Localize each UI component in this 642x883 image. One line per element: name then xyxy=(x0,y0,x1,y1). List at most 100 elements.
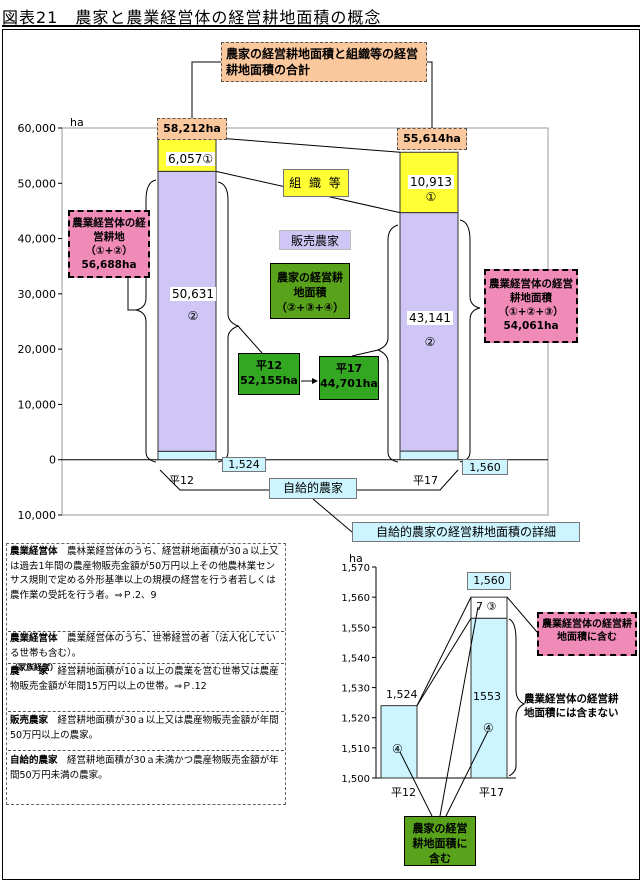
definition-sub: （家族経営） xyxy=(10,663,58,672)
mid-lead-left xyxy=(237,325,263,354)
farm-entity-right-title: 農業経営体の経営耕地面積 xyxy=(489,278,573,304)
detail-y-tick-label: 1,500 xyxy=(341,774,370,785)
h17-commercial-marker: ② xyxy=(424,335,436,349)
bar-1-1 xyxy=(399,212,459,452)
main-y-tick-label: 20,000 xyxy=(18,343,57,356)
h17-household-label: 平17 xyxy=(335,362,363,375)
main-y-tick-label: 10,000 xyxy=(18,509,57,522)
definition-1: 農業経営体 農業経営体のうち、世帯経営の者（法人化している世帯も含む）。（家族経… xyxy=(10,632,282,676)
detail-included-lead xyxy=(506,596,538,633)
farm-entity-left-value: 56,688ha xyxy=(81,259,137,271)
mid-brace-left xyxy=(217,181,240,463)
self-sufficient-detail-label: 自給的農家の経営耕地面積の詳細 xyxy=(352,522,580,542)
detail-y-tick-label: 1,560 xyxy=(341,593,370,604)
header-line-right xyxy=(427,61,433,128)
farm-lead-2 xyxy=(445,730,489,817)
definitions-box xyxy=(6,543,286,805)
detail-bar-0-0 xyxy=(380,705,418,779)
main-y-tick-label: 30,000 xyxy=(18,288,57,301)
h12-self-value: 1,524 xyxy=(222,457,266,472)
mid-lead-right xyxy=(351,349,379,357)
detail-h17-total: 1,560 xyxy=(467,572,511,590)
connector-org xyxy=(215,137,401,153)
h12-commercial-marker: ② xyxy=(187,309,199,323)
total-h17: 55,614ha xyxy=(397,128,467,150)
main-bars xyxy=(157,137,459,461)
h17-org-number: 10,913 xyxy=(408,175,454,189)
detail-bar-1-0 xyxy=(470,617,508,779)
detail-brace xyxy=(508,618,526,777)
definition-divider xyxy=(8,750,284,751)
detail-bars xyxy=(380,596,508,779)
farm-entity-area-right: 農業経営体の経営耕地面積 （①+②+③） 54,061ha xyxy=(484,269,578,343)
farm-lead-1 xyxy=(399,751,433,817)
title-underline xyxy=(2,25,640,27)
detail-y-tick-label: 1,550 xyxy=(341,623,370,634)
page-title: 図表21 農家と農業経営体の経営耕地面積の概念 xyxy=(2,8,382,27)
farm-lead-3 xyxy=(439,606,479,817)
definition-term: 自給的農家 xyxy=(10,755,58,766)
self-detail-lead xyxy=(312,498,353,533)
h17-household-box: 平17 44,701ha xyxy=(319,356,379,400)
detail-y-unit: ha xyxy=(349,552,363,565)
definition-term: 販売農家 xyxy=(10,715,49,726)
total-area-header: 農家の経営耕地面積と組織等の経営耕地面積の合計 xyxy=(221,42,427,82)
definition-divider xyxy=(8,631,284,632)
detail-included-callout: 農業経営体の経営耕地面積に含む xyxy=(537,612,637,656)
header-line-left xyxy=(191,61,221,118)
detail-h17-third: 7 ③ xyxy=(476,600,496,613)
definition-3: 販売農家 経営耕地面積が30ａ以上又は農産物販売金額が年間50万円以上の農家。 xyxy=(10,714,282,743)
detail-h17-third-marker: ③ xyxy=(486,600,497,613)
h17-self-value: 1,560 xyxy=(462,459,508,475)
h12-org-value: 6,057① xyxy=(166,152,216,166)
right-brace xyxy=(459,219,481,463)
definition-divider xyxy=(8,711,284,712)
detail-connector-lines xyxy=(399,596,538,817)
detail-y-tick-label: 1,510 xyxy=(341,744,370,755)
mid-brace-right xyxy=(376,224,399,463)
main-y-tick-label: 40,000 xyxy=(18,233,57,246)
total-h12: 58,212ha xyxy=(157,118,227,140)
detail-x-label-h12: 平12 xyxy=(391,786,416,799)
farm-entity-left-title: 農業経営体の経営耕地 xyxy=(72,217,146,243)
detail-connector-bottom xyxy=(416,617,472,706)
definition-term: 農 家 xyxy=(10,666,49,677)
h17-household-value: 44,701ha xyxy=(320,377,378,390)
main-x-label-h17: 平17 xyxy=(413,474,438,487)
h12-household-label: 平12 xyxy=(255,359,283,372)
definition-text: 農林業経営体のうち、経営耕地面積が30ａ以上又は過去1年間の農産物販売金額が50… xyxy=(10,546,279,601)
h12-commercial-value: 50,631 ② xyxy=(168,283,218,327)
definition-divider xyxy=(8,663,284,664)
definition-2: 農 家 経営耕地面積が10ａ以上の農業を営む世帯又は農産物販売金額が年間15万円… xyxy=(10,665,282,694)
arrow-head xyxy=(312,378,318,384)
definition-text: 経営耕地面積が30ａ以上又は農産物販売金額が年間50万円以上の農家。 xyxy=(10,715,279,741)
farm-entity-left-formula: （①+②） xyxy=(85,245,133,257)
detail-h17-fourth: 1553 xyxy=(473,690,501,703)
h12-commercial-number: 50,631 xyxy=(170,287,216,301)
detail-h17-marker: ④ xyxy=(483,721,494,735)
detail-y-tick-label: 1,540 xyxy=(341,653,370,664)
commercial-label: 販売農家 xyxy=(279,230,351,250)
detail-x-label-h17: 平17 xyxy=(479,786,504,799)
main-y-tick-label: 10,000 xyxy=(18,398,57,411)
bar-0-1 xyxy=(157,170,217,452)
detail-h12-marker: ④ xyxy=(392,742,403,756)
farm-entity-area-left: 農業経営体の経営耕地 （①+②） 56,688ha xyxy=(68,210,150,278)
main-x-label-h12: 平12 xyxy=(169,474,194,487)
detail-farm-included-callout: 農家の経営耕地面積に含む xyxy=(404,816,476,866)
detail-y-tick-label: 1,570 xyxy=(341,563,370,574)
detail-excluded-note: 農業経営体の経営耕地面積には含まない xyxy=(524,693,619,719)
definition-text: 経営耕地面積が30ａ未満かつ農産物販売金額が年間50万円未満の農家。 xyxy=(10,755,279,781)
main-y-tick-label: 60,000 xyxy=(18,122,57,135)
figure-frame xyxy=(2,29,640,880)
farm-entity-right-formula: （①+②+③） xyxy=(498,306,564,318)
farm-entity-right-value: 54,061ha xyxy=(503,320,559,332)
main-y-unit: ha xyxy=(70,116,84,129)
h12-household-value: 52,155ha xyxy=(240,374,298,387)
farm-household-area: 農家の経営耕地面積（②+③+④） xyxy=(270,263,350,319)
self-lead-left xyxy=(159,469,269,491)
definition-term: 農業経営体 xyxy=(10,546,58,557)
